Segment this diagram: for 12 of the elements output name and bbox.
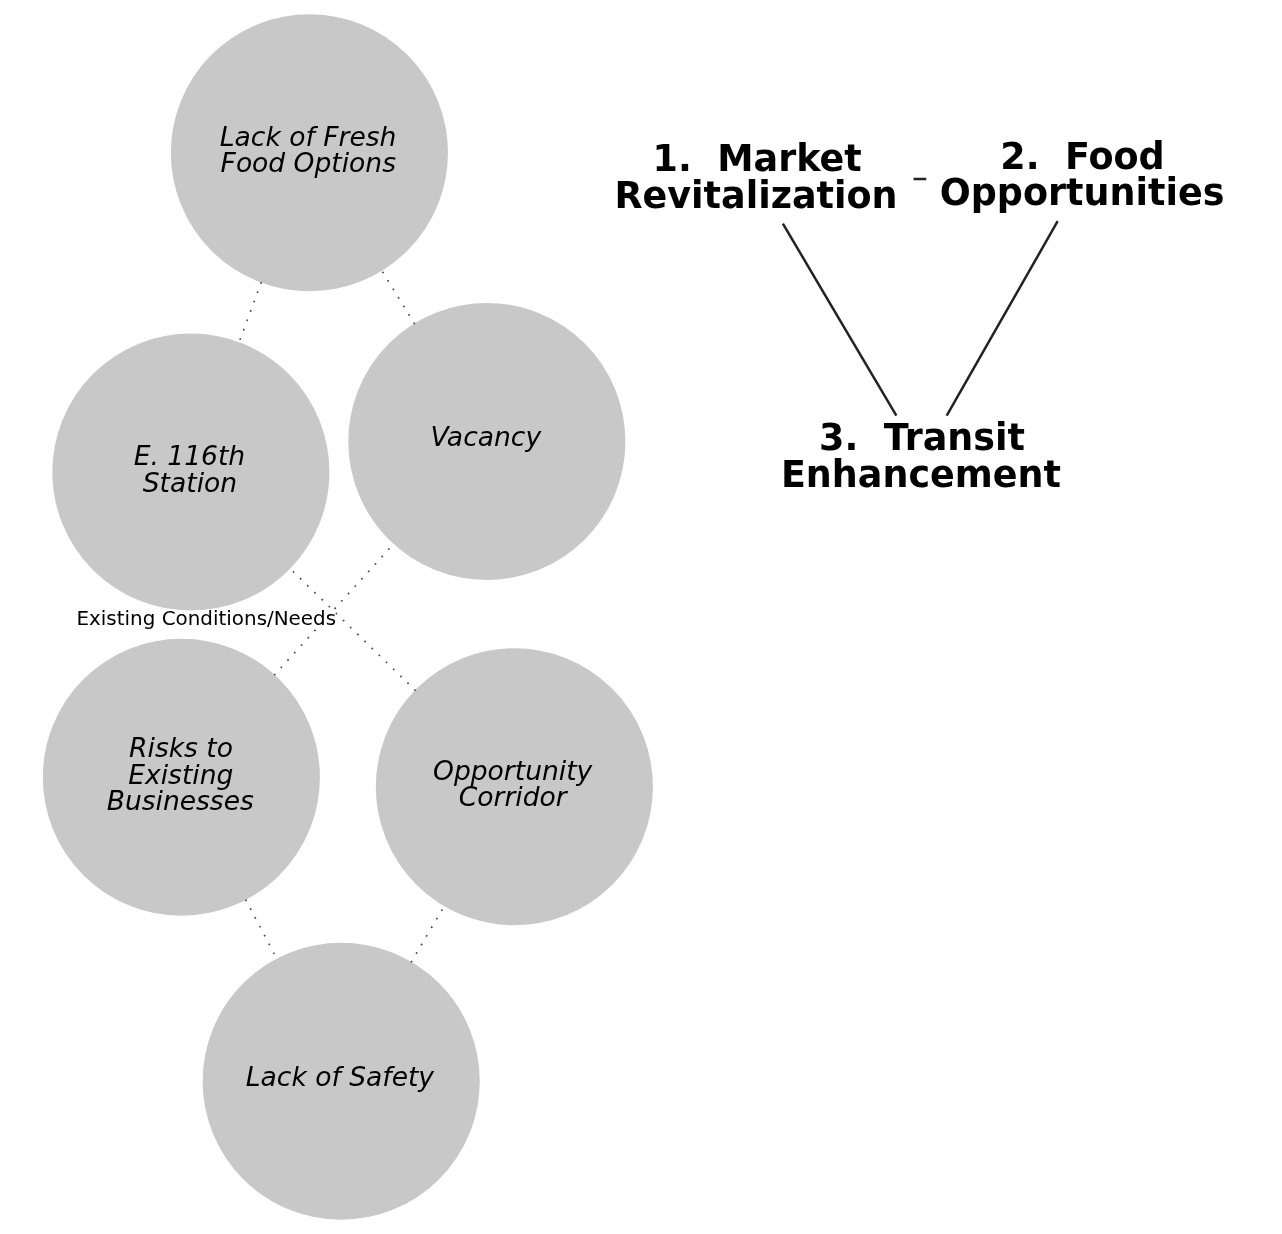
node-circle: E. 116th Station (52, 333, 330, 611)
node-circle: Vacancy (348, 302, 626, 581)
connector (380, 269, 416, 325)
node-circle: Opportunity Corridor (375, 648, 653, 926)
node-circle: Lack of Safety (202, 942, 480, 1220)
node-circle: Lack of Fresh Food Options (170, 14, 448, 292)
node-text: 3. Transit Enhancement (780, 416, 1062, 496)
connector (945, 220, 1059, 417)
connector (781, 223, 898, 417)
node-text: 2. Food Opportunities (939, 134, 1225, 215)
node-text: 1. Market Revitalization (614, 137, 898, 217)
node-circle: Risks to Existing Businesses (42, 638, 320, 916)
